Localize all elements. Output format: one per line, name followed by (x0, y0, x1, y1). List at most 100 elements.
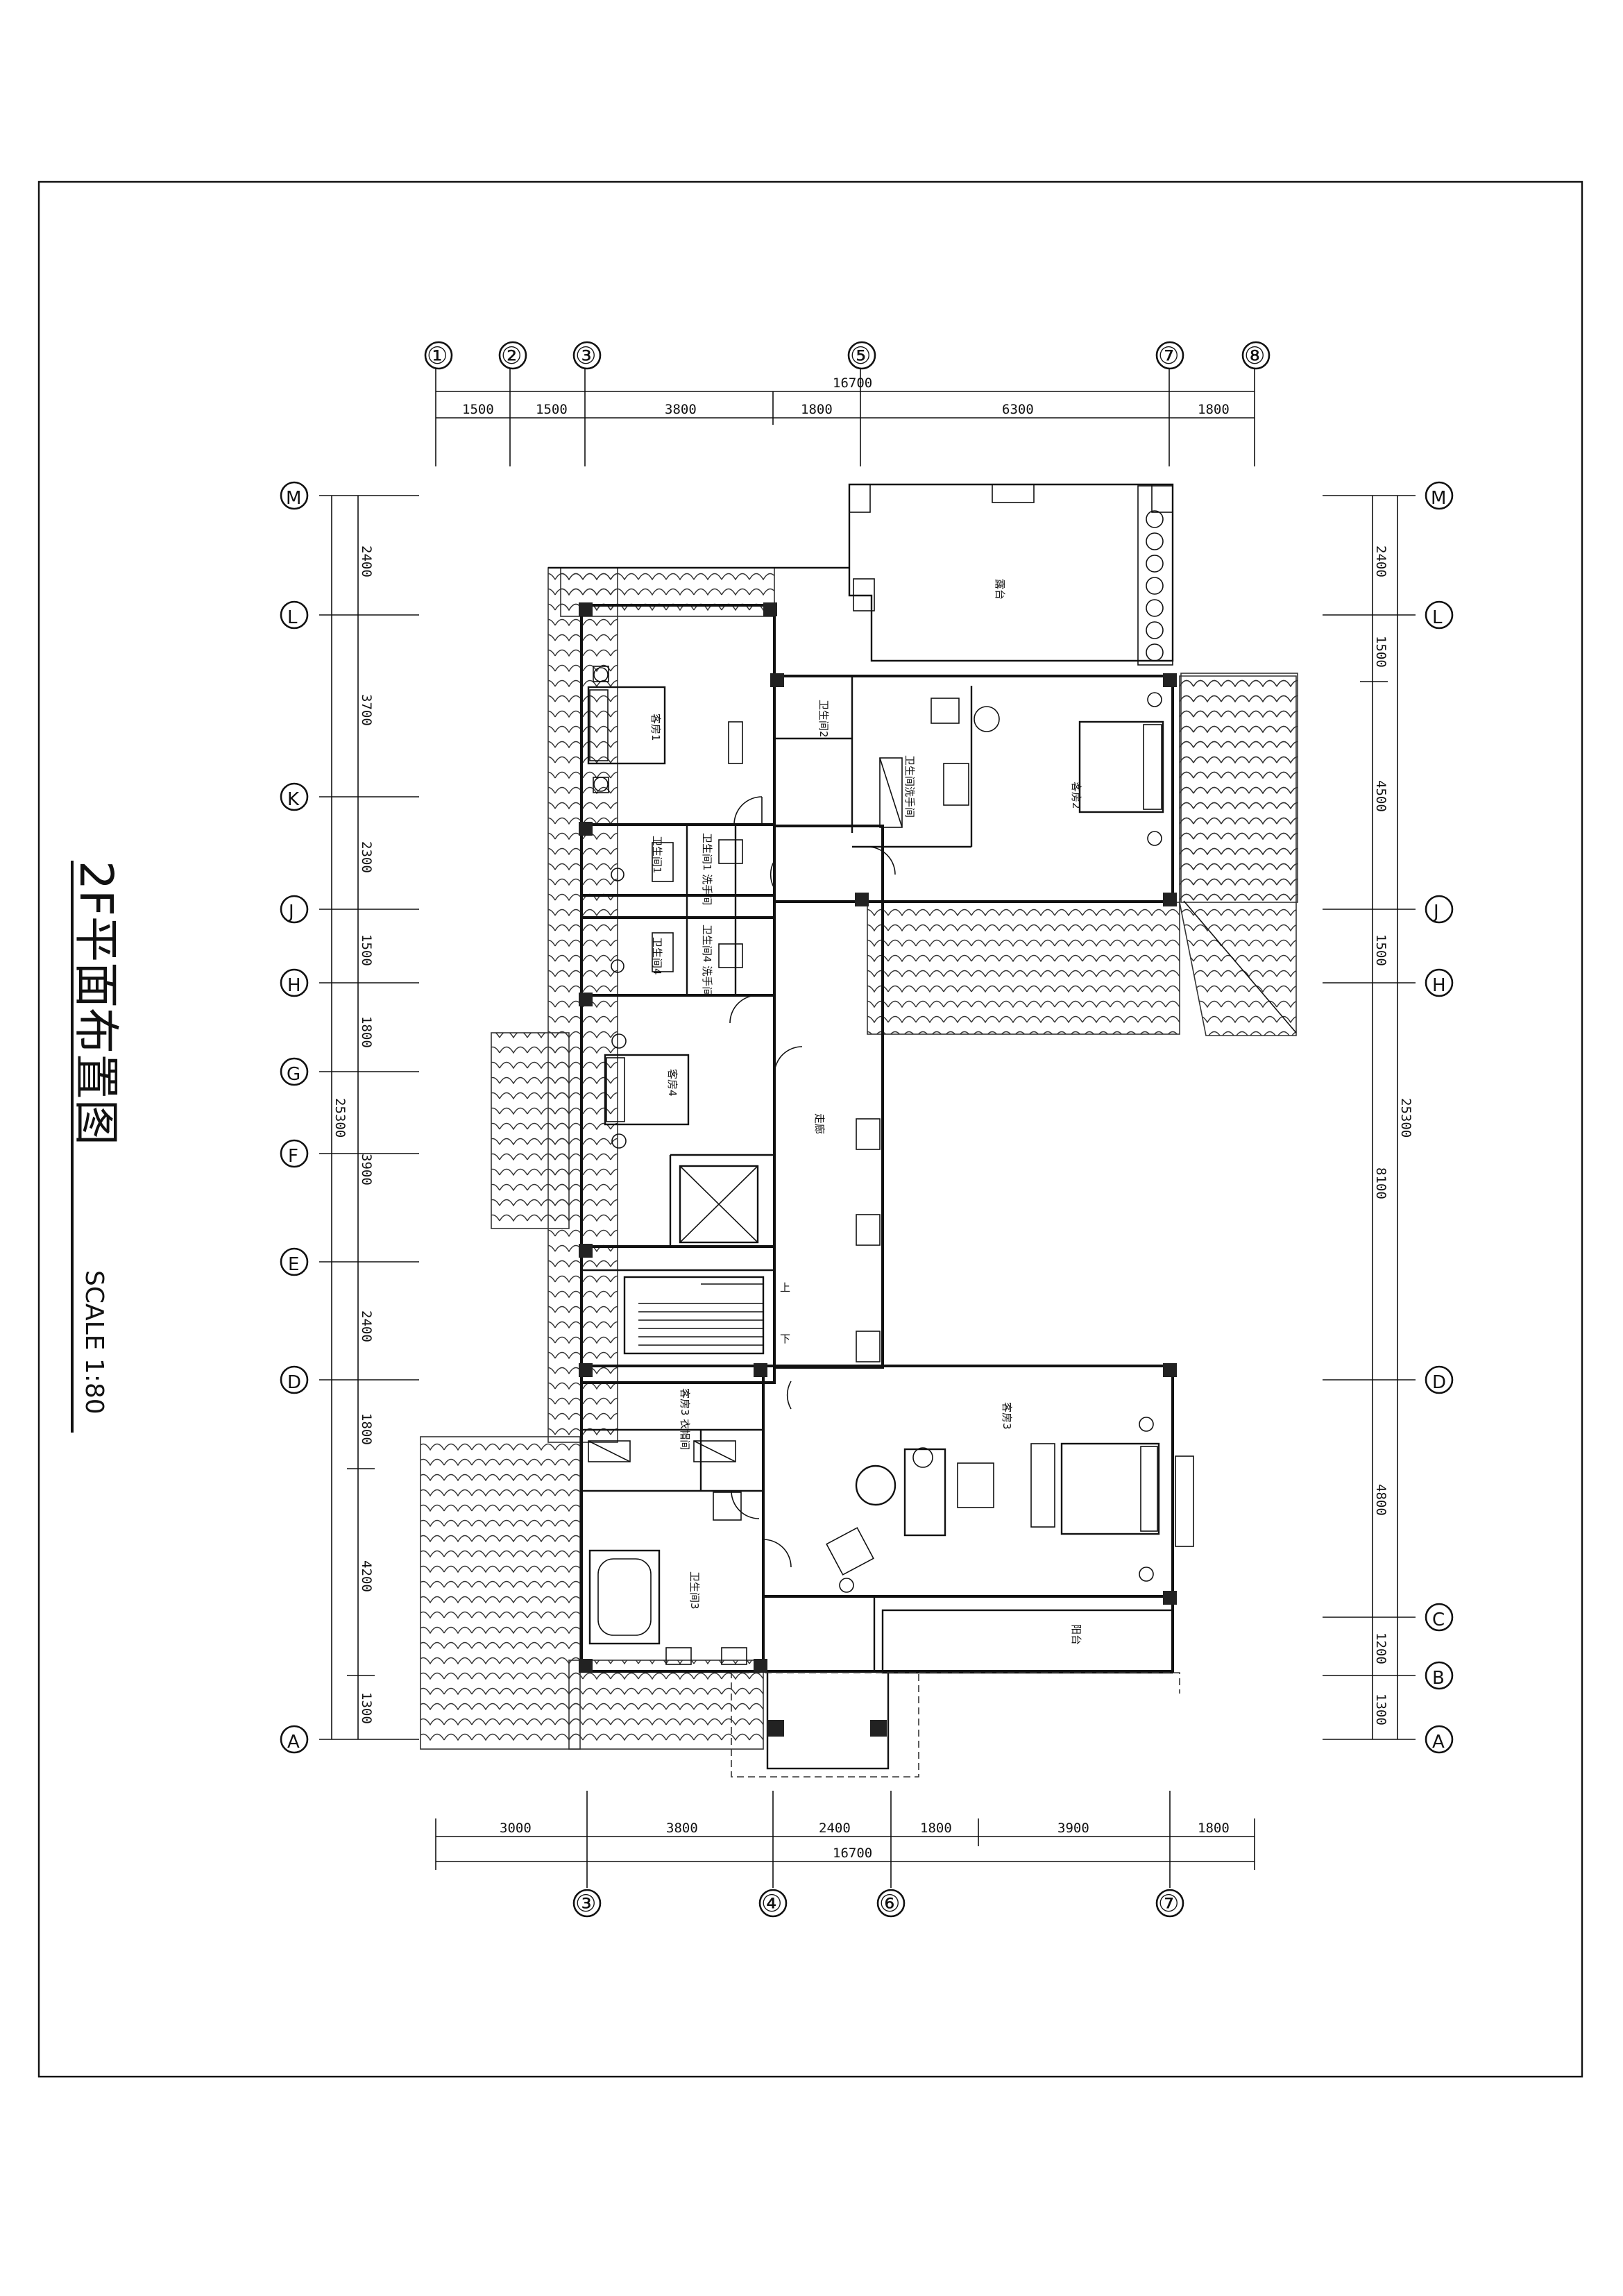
room-label-bath4: 卫生间4 (651, 937, 663, 975)
axis-left-A: A (287, 1732, 300, 1753)
dim-top-total: 16700 (833, 375, 872, 391)
dim-right-1: 2400 (1373, 546, 1388, 577)
axis-right-B: B (1432, 1668, 1445, 1689)
right-axis-bubbles: M L J H D C B A (1425, 481, 1454, 1754)
dim-left-8: 1800 (359, 1413, 374, 1445)
axis-bottom-7: ⑦ (1158, 1890, 1179, 1918)
dim-right-7: 1200 (1373, 1632, 1388, 1664)
dim-bottom-2: 3800 (666, 1821, 698, 1836)
title-block: 2F平面布置图 SCALE 1:80 (69, 861, 123, 1433)
room-label-guest2: 客房2 (1070, 782, 1082, 809)
room-label-bath-wash: 卫生间洗手间 (903, 755, 916, 818)
dim-top-4: 1800 (801, 402, 833, 417)
dim-left-1: 2400 (359, 546, 374, 577)
axis-left-K: K (287, 789, 300, 810)
dim-top-1: 1500 (462, 402, 494, 417)
axis-top-5: ⑤ (850, 342, 871, 370)
top-axis-bubbles: ① ② ③ ⑤ ⑦ ⑧ (424, 341, 1271, 370)
dim-left-3: 2300 (359, 841, 374, 873)
dim-bottom-4: 1800 (920, 1821, 952, 1836)
dim-right-5: 8100 (1373, 1167, 1388, 1199)
left-dimensions: 25300 2400 3700 2300 1500 1800 3900 2400… (319, 495, 419, 1740)
dim-left-2: 3700 (359, 694, 374, 726)
elevator (679, 1165, 759, 1244)
partitions (581, 676, 1173, 1671)
dim-bottom-6: 1800 (1198, 1821, 1230, 1836)
drawing-title: 2F平面布置图 (69, 861, 123, 1145)
axis-left-J: J (287, 902, 294, 922)
right-dimensions: 25300 2400 1500 4500 1500 8100 4800 1200… (1323, 495, 1416, 1740)
axis-right-M: M (1431, 488, 1446, 509)
stair-up-label: 上 (780, 1281, 790, 1294)
dim-top-3: 3800 (665, 402, 697, 417)
axis-right-H: H (1432, 975, 1446, 996)
axis-right-L: L (1432, 607, 1443, 628)
left-axis-bubbles: M L K J H G F E D A (280, 481, 309, 1754)
axis-top-3: ③ (575, 342, 596, 370)
room-label-bath1: 卫生间1 (651, 836, 663, 874)
room-label-guest3-closet: 客房3 衣帽间 (679, 1388, 691, 1450)
room-label-guest1: 客房1 (649, 714, 662, 741)
dim-bottom-total: 16700 (833, 1846, 872, 1861)
axis-left-M: M (286, 488, 301, 509)
dim-right-6: 4800 (1373, 1484, 1388, 1516)
axis-top-8: ⑧ (1244, 342, 1265, 370)
axis-right-A: A (1432, 1732, 1445, 1753)
axis-left-G: G (287, 1064, 300, 1085)
dim-left-10: 1300 (359, 1692, 374, 1724)
stair-down-label: 下 (780, 1333, 790, 1345)
dim-right-total: 25300 (1398, 1098, 1413, 1138)
bottom-axis-bubbles: ③ ④ ⑥ ⑦ (572, 1889, 1184, 1918)
room-label-terrace: 露台 (994, 579, 1006, 600)
bottom-dimensions: 3000 3800 2400 1800 3900 1800 16700 (435, 1791, 1255, 1888)
axis-left-F: F (288, 1146, 298, 1167)
room-labels: 露台 卫生间2 卫生间洗手间 客房1 客房2 卫生间1 洗手间 卫生间4 洗手间… (649, 579, 1082, 1645)
drawing-scale: SCALE 1:80 (80, 1270, 108, 1415)
room-label-balcony: 阳台 (1070, 1624, 1082, 1645)
dim-right-4: 1500 (1373, 934, 1388, 966)
dim-right-2: 1500 (1373, 636, 1388, 668)
axis-bottom-6: ⑥ (879, 1890, 900, 1918)
axis-right-J: J (1432, 902, 1439, 922)
axis-bottom-3: ③ (575, 1890, 596, 1918)
axis-right-C: C (1432, 1610, 1445, 1630)
axis-bottom-4: ④ (761, 1890, 782, 1918)
room-label-bath2: 卫生间2 (817, 700, 830, 738)
dim-bottom-3: 2400 (819, 1821, 851, 1836)
room-label-corridor: 走廊 (813, 1113, 826, 1134)
doors (729, 796, 896, 1568)
top-dimensions: 16700 1500 1500 3800 1800 6300 1800 (435, 368, 1255, 466)
furniture (587, 666, 1194, 1665)
columns (579, 602, 1177, 1737)
stair: 上 下 (623, 1276, 790, 1355)
dim-right-3: 4500 (1373, 780, 1388, 812)
room-label-bath3: 卫生间3 (688, 1571, 701, 1610)
room-label-guest3: 客房3 (1001, 1402, 1013, 1430)
dim-left-4: 1500 (359, 934, 374, 966)
room-label-guest4: 客房4 (666, 1069, 679, 1097)
dim-left-6: 3900 (359, 1154, 374, 1185)
dim-left-9: 4200 (359, 1560, 374, 1592)
axis-top-2: ② (501, 342, 522, 370)
axis-top-1: ① (427, 342, 448, 370)
dim-left-total: 25300 (332, 1098, 348, 1138)
axis-left-L: L (287, 607, 298, 628)
dim-top-6: 1800 (1198, 402, 1230, 417)
axis-left-H: H (287, 975, 301, 996)
roof-tiles (420, 567, 1298, 1750)
dim-bottom-5: 3900 (1057, 1821, 1089, 1836)
dim-left-5: 1800 (359, 1016, 374, 1048)
axis-right-D: D (1432, 1372, 1446, 1393)
terrace (548, 483, 1174, 666)
axis-top-7: ⑦ (1158, 342, 1179, 370)
room-label-bath4-wash: 卫生间4 洗手间 (701, 925, 713, 997)
dim-bottom-1: 3000 (500, 1821, 532, 1836)
dim-left-7: 2400 (359, 1310, 374, 1342)
sheet-border (37, 180, 1583, 2078)
dim-top-2: 1500 (536, 402, 568, 417)
axis-left-D: D (287, 1372, 301, 1393)
axis-left-E: E (288, 1254, 299, 1275)
dim-right-8: 1300 (1373, 1694, 1388, 1725)
dim-top-5: 6300 (1002, 402, 1034, 417)
room-label-bath1-wash: 卫生间1 洗手间 (701, 833, 713, 905)
